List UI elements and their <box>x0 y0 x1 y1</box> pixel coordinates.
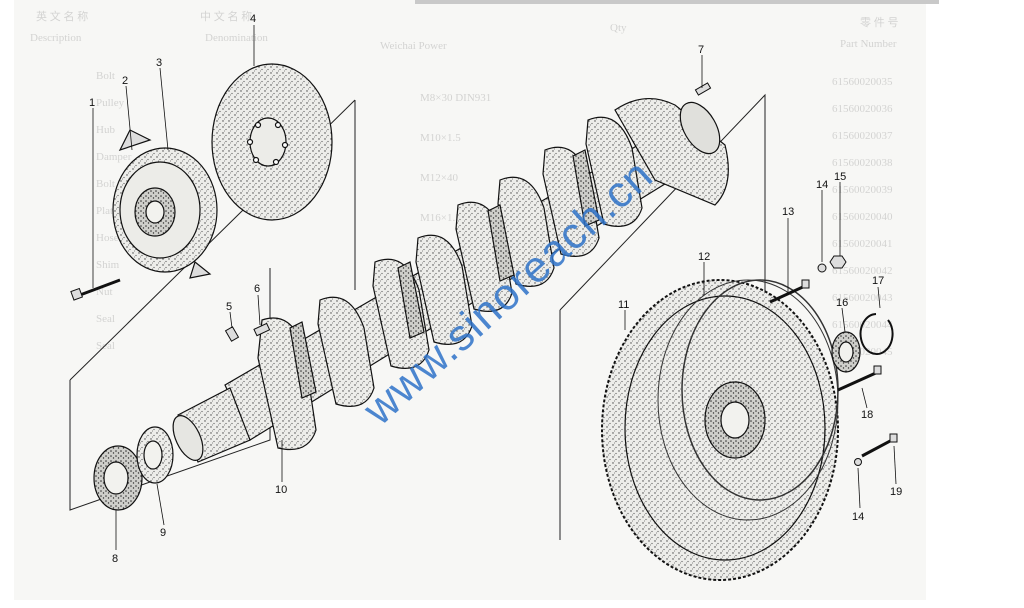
callout-16: 16 <box>836 297 848 309</box>
callout-9: 9 <box>160 527 166 539</box>
pulley-bolt <box>70 278 121 301</box>
callout-3: 3 <box>156 57 162 69</box>
callout-11: 11 <box>618 299 629 311</box>
flywheel <box>601 279 839 581</box>
crankshaft-gear <box>136 426 174 484</box>
flywheel-bolt <box>769 279 810 304</box>
front-gear-hub <box>93 445 143 511</box>
washer-and-nut <box>817 255 847 273</box>
callout-5: 5 <box>226 301 232 313</box>
callout-1: 1 <box>89 97 95 109</box>
callout-15: 15 <box>834 171 846 183</box>
pilot-bearing <box>831 331 861 373</box>
circlip <box>859 313 894 355</box>
crankshaft <box>172 97 729 463</box>
callout-4: 4 <box>250 13 256 25</box>
scan-edge-bar <box>415 0 939 4</box>
ring-gear-bolts <box>837 365 898 466</box>
callout-18: 18 <box>861 409 873 421</box>
callout-12: 12 <box>698 251 710 263</box>
callout-6: 6 <box>254 283 260 295</box>
callout-14-top: 14 <box>816 179 828 191</box>
leader-lines <box>92 25 897 550</box>
callout-19: 19 <box>890 486 902 498</box>
callout-7: 7 <box>698 44 704 56</box>
flange-pin <box>694 82 712 96</box>
callout-8: 8 <box>112 553 118 565</box>
callout-2: 2 <box>122 75 128 87</box>
callout-10: 10 <box>275 484 287 496</box>
dowel-pins <box>224 322 271 342</box>
callout-13: 13 <box>782 206 794 218</box>
callout-numbers: 1 2 3 4 5 6 7 8 9 10 11 12 13 14 15 16 1… <box>89 13 902 565</box>
callout-14-bottom: 14 <box>852 511 864 523</box>
vibration-damper <box>211 63 333 221</box>
pulley-hub <box>112 129 218 279</box>
callout-17: 17 <box>872 275 884 287</box>
